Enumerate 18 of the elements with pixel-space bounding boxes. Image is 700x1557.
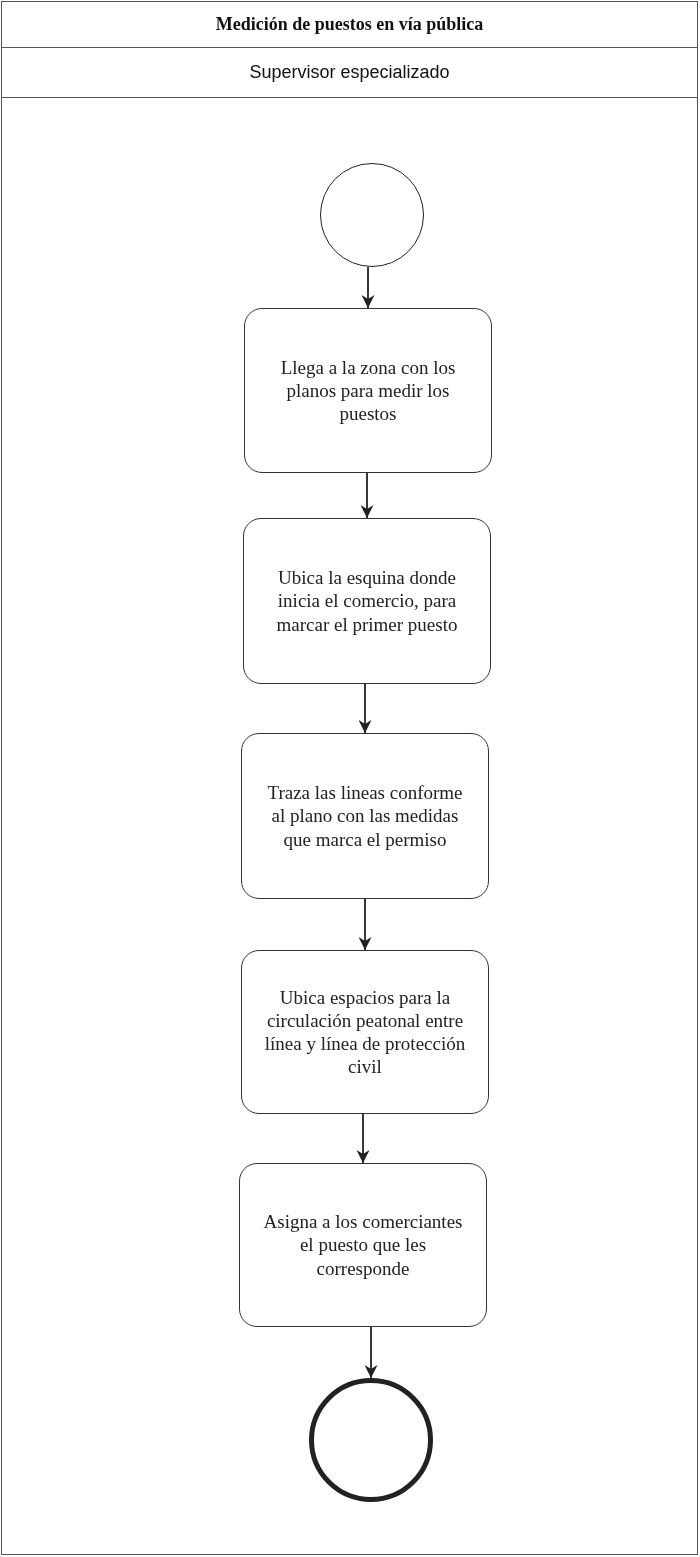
lane-title: Supervisor especializado: [2, 48, 697, 98]
task-text: Ubica espacios para la circulación peatonal entre línea y línea de protección civil: [263, 985, 467, 1079]
pool-title: Medición de puestos en vía pública: [2, 2, 697, 48]
arrow: [360, 472, 374, 519]
task-text: Ubica la esquina donde inicia el comercio, para marcar el primer puesto: [275, 566, 459, 636]
arrow: [361, 266, 375, 309]
arrow: [356, 1113, 370, 1164]
arrow: [364, 1326, 378, 1379]
task-text: Traza las lineas conforme al plano con las medidas que marca el permiso: [266, 781, 464, 851]
arrow: [358, 898, 372, 951]
task-box: [239, 1163, 487, 1327]
task-text: Asigna a los comerciantes el puesto que les corresponde: [262, 1210, 464, 1280]
task-box: [241, 950, 489, 1114]
task-box: [244, 308, 492, 473]
task-box: [243, 518, 491, 684]
task-box: [241, 733, 489, 899]
task-text: Llega a la zona con los planos para medir los puestos: [279, 355, 457, 426]
arrow: [358, 683, 372, 734]
